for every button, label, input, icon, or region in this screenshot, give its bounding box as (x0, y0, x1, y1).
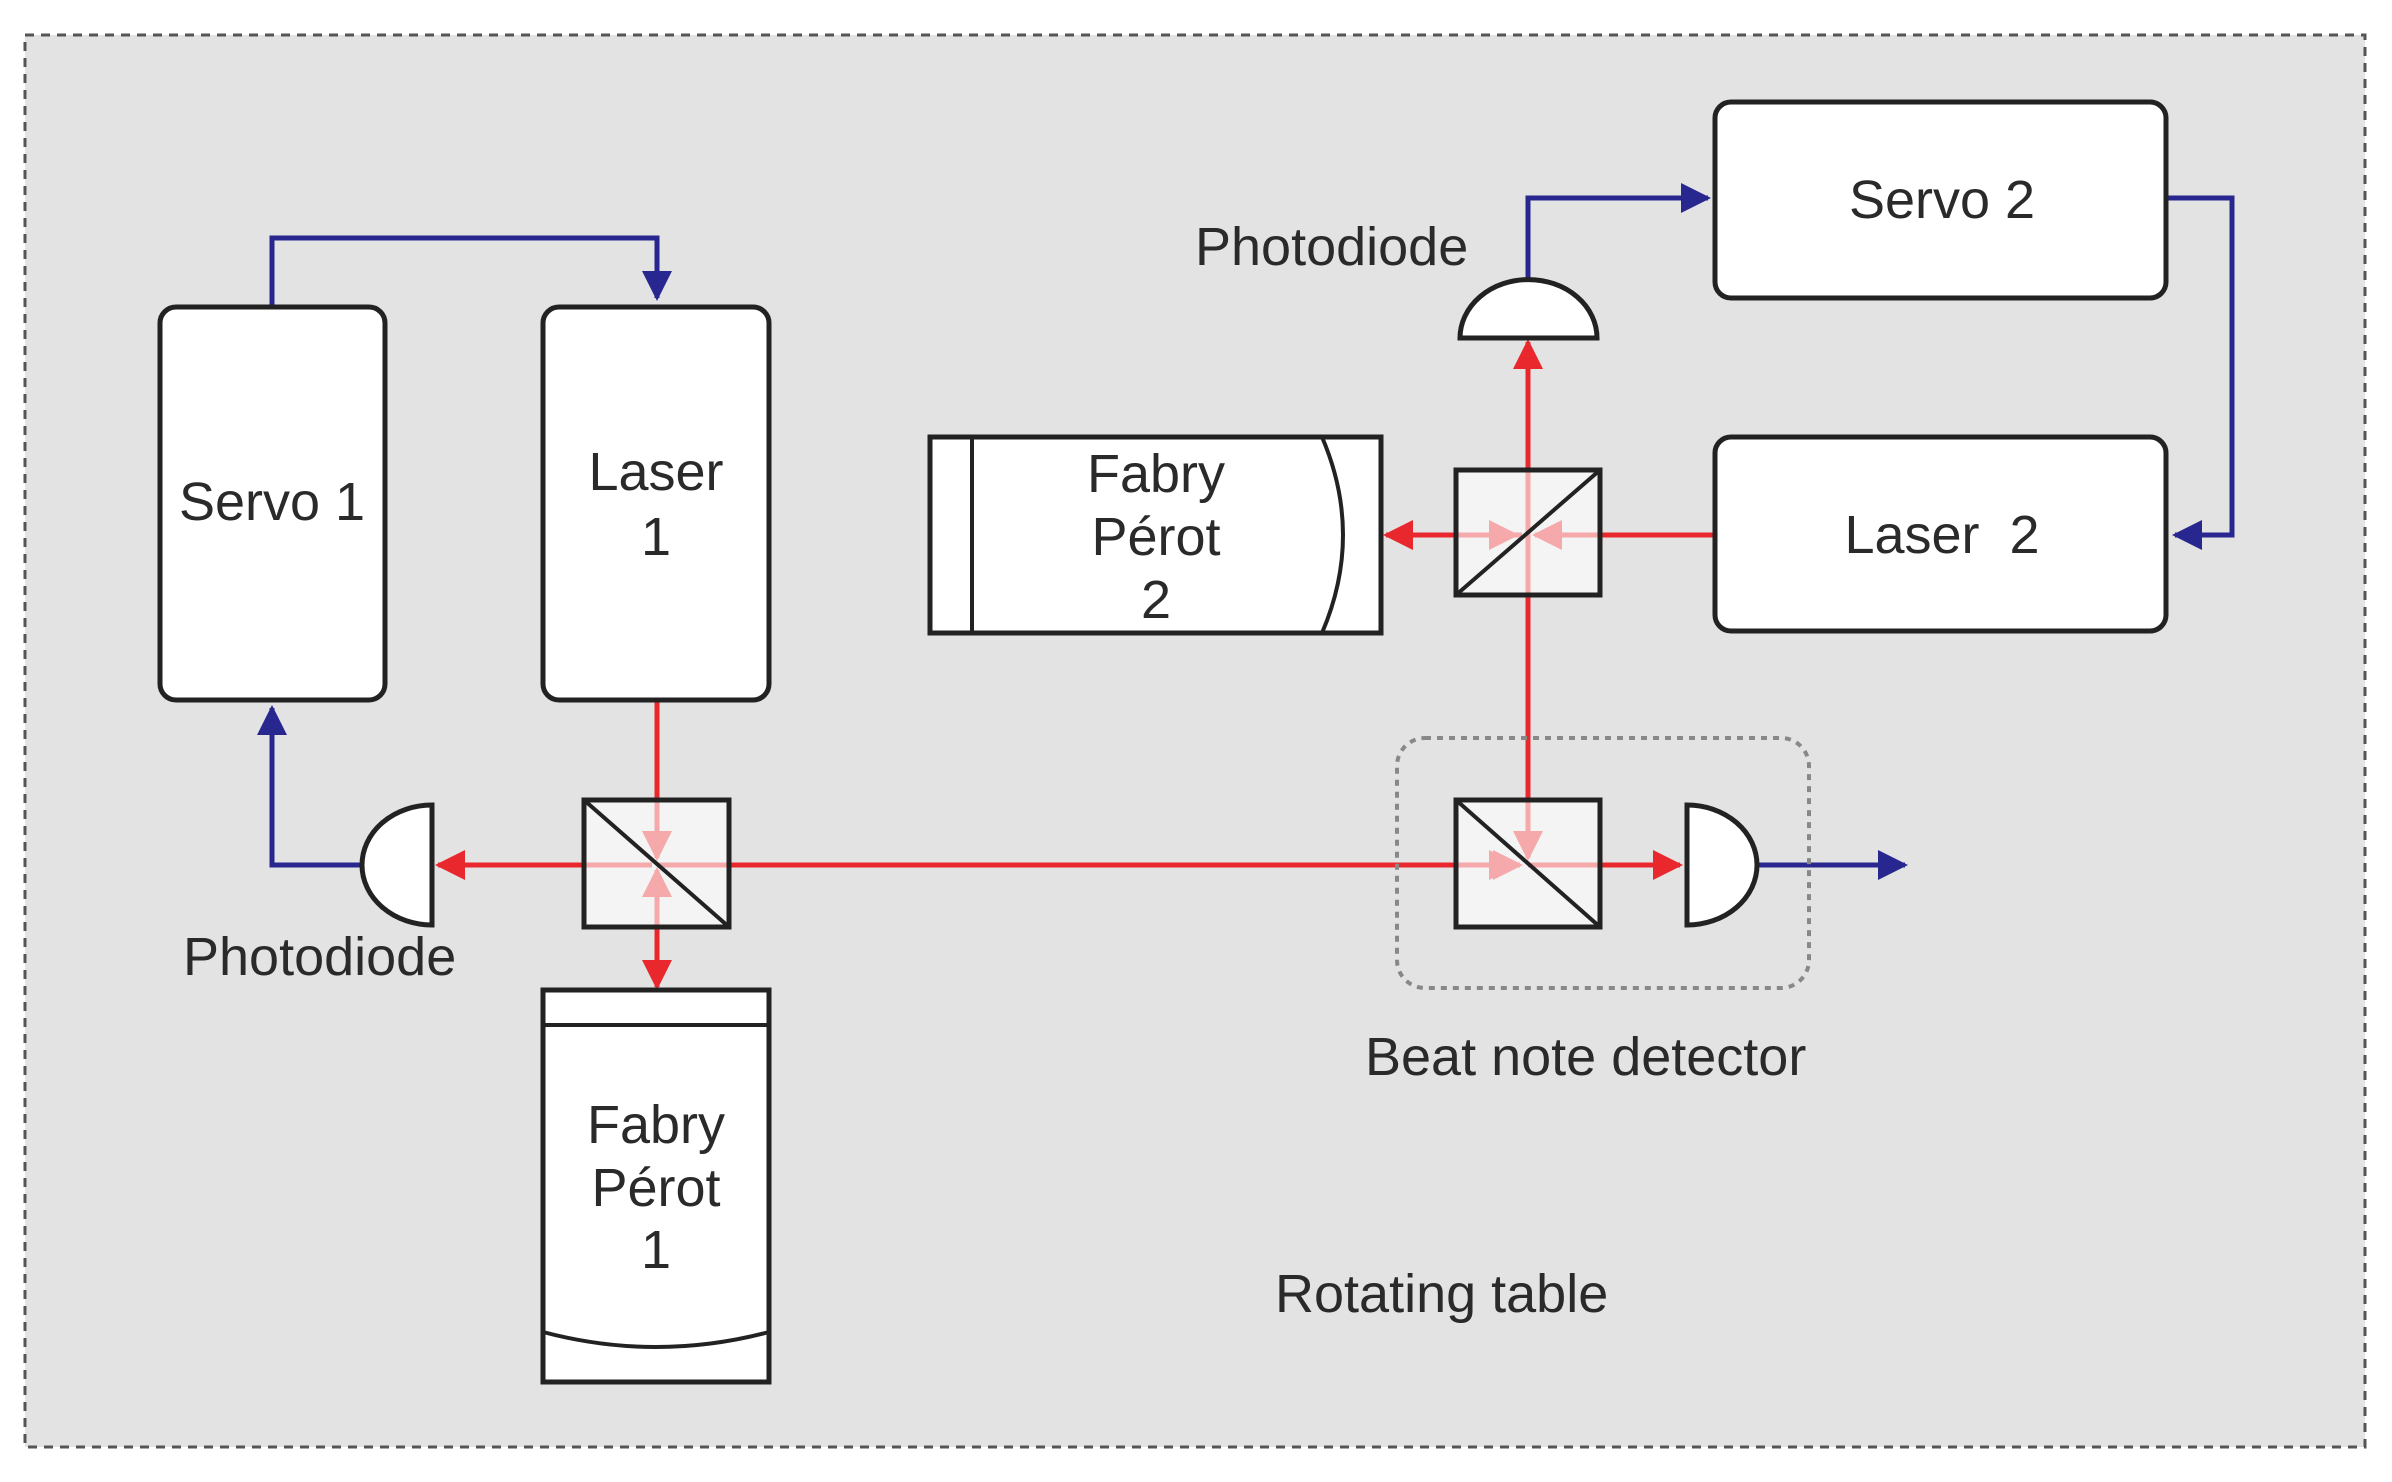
fabry-perot2-label-line2: Pérot (1091, 507, 1220, 567)
beam-splitter2 (1453, 467, 1603, 598)
laser1-label-line1: Laser (588, 442, 723, 502)
servo2-block: Servo 2 (1712, 99, 2169, 301)
control-line-servo1-laser1 (269, 235, 672, 305)
beat-note-detector-group (1395, 736, 1811, 990)
control-line-photodiode-servo1 (257, 705, 362, 868)
servo1-block: Servo 1 (157, 304, 388, 703)
photodiode-top (1457, 277, 1600, 341)
beam-splitter1 (581, 797, 732, 930)
servo2-label: Servo 2 (1849, 170, 2035, 230)
fabry-perot2-label-line1: Fabry (1087, 444, 1225, 504)
control-line-servo2-laser2 (2168, 195, 2235, 550)
fabry-perot1-label-line3: 1 (641, 1220, 671, 1280)
fabry-perot1-cavity: Fabry Pérot 1 (540, 987, 772, 1385)
fabry-perot2-label-line3: 2 (1141, 570, 1171, 630)
beat-beam-splitter (1453, 797, 1603, 930)
control-line-photodiode-servo2 (1525, 183, 1711, 280)
fabry-perot1-label-line1: Fabry (587, 1095, 725, 1155)
photodiode-left-label: Photodiode (183, 927, 456, 987)
fabry-perot2-cavity: Fabry Pérot 2 (927, 434, 1384, 636)
laser2-label: Laser 2 (1844, 505, 2039, 565)
laser2-block: Laser 2 (1712, 434, 2169, 634)
fabry-perot1-label-line2: Pérot (591, 1158, 720, 1218)
servo1-label: Servo 1 (179, 472, 365, 532)
laser1-label-line2: 1 (641, 507, 671, 567)
rotating-table-label: Rotating table (1275, 1264, 1608, 1324)
photodiode-beat-note (1684, 802, 1760, 928)
beat-note-detector-label: Beat note detector (1365, 1027, 1806, 1087)
photodiode-top-label: Photodiode (1195, 217, 1468, 277)
photodiode-left (359, 802, 435, 928)
laser1-block: Laser 1 (540, 304, 772, 703)
